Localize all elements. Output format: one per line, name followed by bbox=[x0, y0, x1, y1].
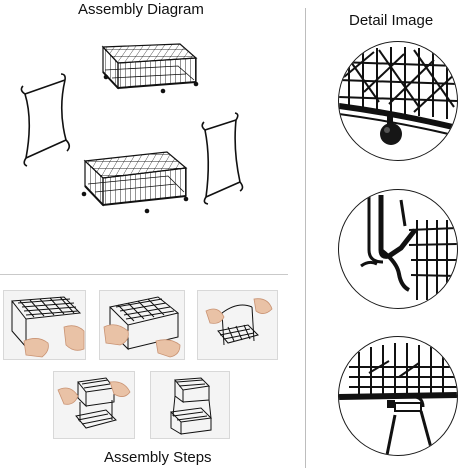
assembly-steps-title: Assembly Steps bbox=[104, 449, 212, 466]
right-side-frame bbox=[201, 112, 244, 205]
horizontal-divider bbox=[0, 274, 288, 275]
assembly-step-2 bbox=[99, 290, 185, 360]
detail-image-title: Detail Image bbox=[349, 12, 434, 29]
vertical-divider bbox=[305, 8, 306, 468]
assembly-diagram-title: Assembly Diagram bbox=[78, 1, 204, 18]
assembly-step-3 bbox=[197, 290, 278, 360]
assembly-step-1 bbox=[3, 290, 86, 360]
detail-image-hook bbox=[338, 189, 458, 309]
assembly-diagram bbox=[20, 43, 244, 214]
top-basket bbox=[101, 43, 199, 94]
detail-image-foot bbox=[338, 41, 458, 161]
assembly-step-5 bbox=[150, 371, 230, 439]
left-side-frame bbox=[20, 73, 71, 167]
detail-image-latch bbox=[338, 336, 458, 456]
assembly-step-4 bbox=[53, 371, 135, 439]
bottom-basket bbox=[81, 151, 189, 214]
